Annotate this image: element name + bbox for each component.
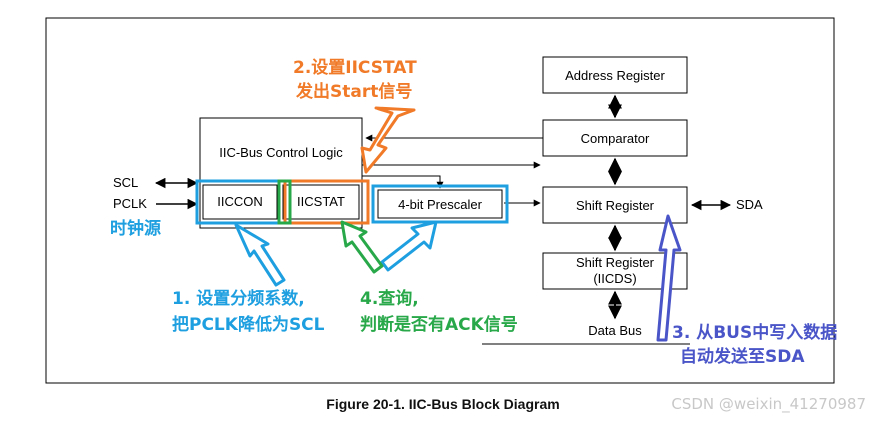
shift-register-block — [542, 186, 688, 224]
iicstat-inner-highlight — [277, 179, 292, 225]
orange-annotation-arrow — [360, 106, 416, 174]
blue-annotation-arrow-iiccon — [234, 223, 286, 287]
prescaler-label: 4-bit Prescaler — [398, 197, 482, 212]
iiccon-block — [202, 184, 278, 220]
blue-annotation-arrow-prescaler — [380, 220, 438, 272]
clock-source-annotation: 时钟源 — [110, 218, 161, 239]
green-annotation-arrow — [340, 220, 384, 274]
step1-annotation-line2: 把PCLK降低为SCL — [172, 314, 325, 335]
sda-label: SDA — [736, 197, 763, 212]
control-logic-label: IIC-Bus Control Logic — [219, 145, 343, 160]
step1-annotation-line1: 1. 设置分频系数, — [172, 288, 305, 309]
iicstat-highlight — [283, 179, 370, 225]
data-bus-label: Data Bus — [588, 323, 642, 338]
step4-annotation-line1: 4.查询, — [360, 288, 419, 309]
scl-label: SCL — [113, 175, 138, 190]
address-register-block — [542, 56, 688, 94]
pclk-label: PCLK — [113, 196, 147, 211]
step4-annotation-line2: 判断是否有ACK信号 — [360, 314, 518, 335]
iicstat-label: IICSTAT — [297, 194, 345, 209]
prescaler-block — [377, 189, 503, 219]
iicstat-block — [282, 184, 360, 220]
iiccon-label: IICCON — [217, 194, 263, 209]
comparator-label: Comparator — [581, 131, 650, 146]
step3-annotation-line2: 自动发送至SDA — [680, 346, 805, 367]
csdn-watermark: CSDN @weixin_41270987 — [671, 395, 866, 414]
address-register-label: Address Register — [565, 68, 665, 83]
navy-annotation-arrow — [656, 214, 682, 342]
figure-caption: Figure 20-1. IIC-Bus Block Diagram — [326, 396, 559, 412]
iicds-label-line1: Shift Register — [576, 255, 655, 270]
step3-annotation-line1: 3. 从BUS中写入数据 — [672, 322, 837, 343]
step2-annotation-line2: 发出Start信号 — [295, 81, 412, 102]
diagram-frame — [45, 17, 835, 384]
step2-annotation-line1: 2.设置IICSTAT — [293, 58, 417, 78]
iicds-label-line2: (IICDS) — [593, 271, 636, 286]
prescaler-highlight — [371, 184, 509, 224]
iicstat-to-prescaler-arrow — [362, 175, 444, 189]
shift-register-label: Shift Register — [576, 198, 655, 213]
